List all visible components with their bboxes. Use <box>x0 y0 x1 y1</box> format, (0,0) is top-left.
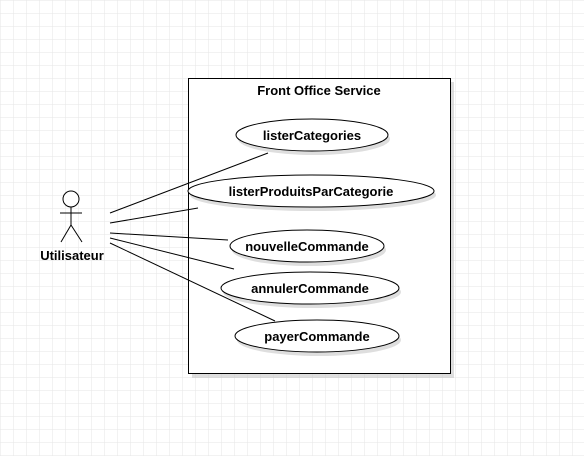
use-case-label: annulerCommande <box>251 281 369 296</box>
actor-right-leg <box>70 224 83 243</box>
system-title: Front Office Service <box>257 83 381 98</box>
use-case-listerCategories[interactable]: listerCategories <box>235 118 390 155</box>
use-case-label: payerCommande <box>264 329 369 344</box>
use-case-listerProduitsParCategorie[interactable]: listerProduitsParCategorie <box>187 174 436 211</box>
actor-left-leg <box>60 224 72 243</box>
association-payerCommande[interactable] <box>109 242 276 322</box>
use-case-label: listerCategories <box>263 128 361 143</box>
use-case-label: nouvelleCommande <box>245 239 369 254</box>
use-case-nouvelleCommande[interactable]: nouvelleCommande <box>229 229 386 266</box>
use-case-ellipse <box>234 319 400 353</box>
association-annulerCommande[interactable] <box>109 237 235 270</box>
use-case-annulerCommande[interactable]: annulerCommande <box>220 271 401 308</box>
actor-stick-figure-icon <box>60 190 83 243</box>
associations <box>109 152 276 322</box>
actor-name: Utilisateur <box>40 248 104 263</box>
use-case-ellipse <box>229 229 385 263</box>
association-listerProduitsParCategorie[interactable] <box>109 207 199 224</box>
use-case-payerCommande[interactable]: payerCommande <box>234 319 401 356</box>
use-case-ellipse <box>235 118 389 152</box>
actor-head <box>62 190 80 208</box>
actor-utilisateur[interactable]: Utilisateur <box>40 190 104 263</box>
use-case-ellipse <box>187 174 435 208</box>
association-listerCategories[interactable] <box>109 152 269 214</box>
use-case-label: listerProduitsParCategorie <box>229 184 394 199</box>
use-case-ellipse <box>220 271 400 305</box>
association-nouvelleCommande[interactable] <box>109 232 229 241</box>
